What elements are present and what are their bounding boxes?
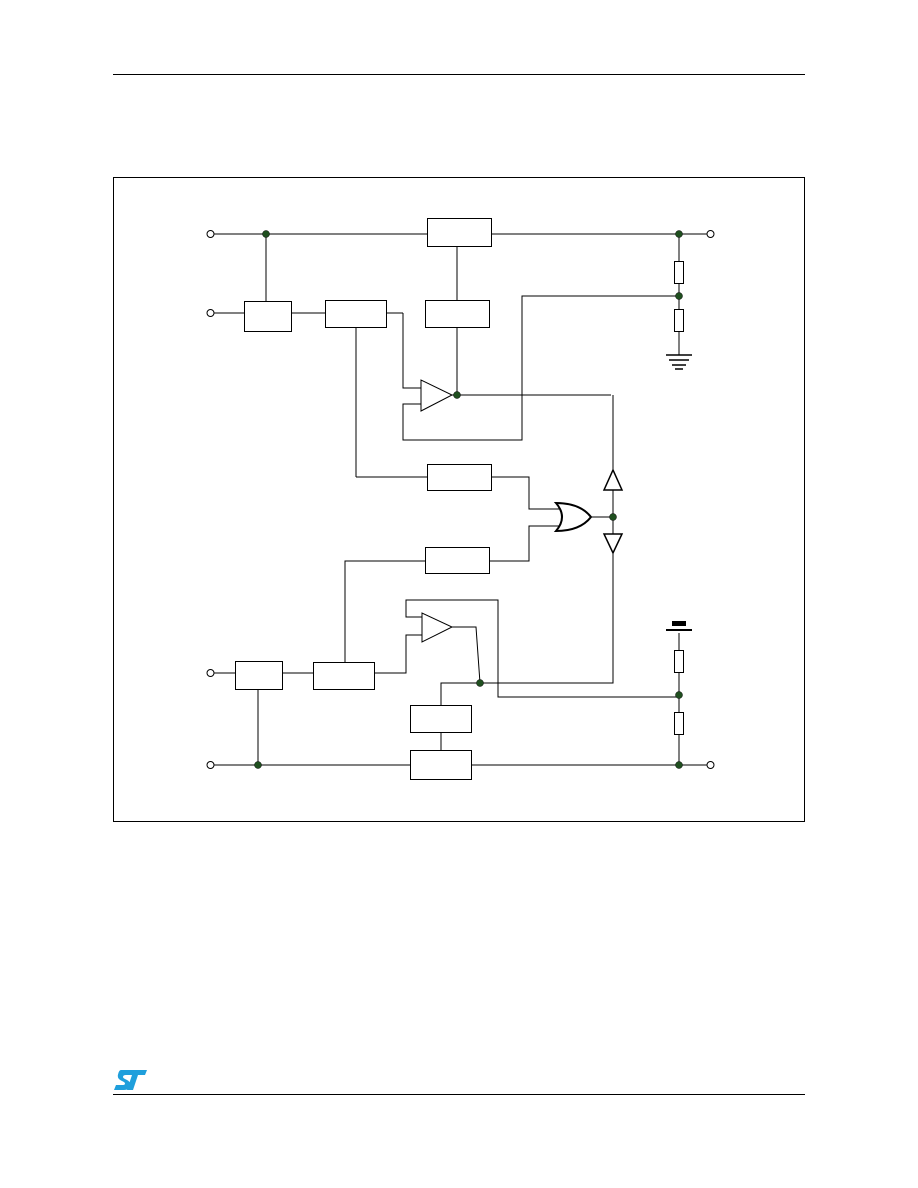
negative-supply-icon <box>666 621 692 631</box>
terminal-top-right <box>706 230 715 238</box>
block-reference-top <box>325 300 387 328</box>
terminal-bottom-left <box>206 761 215 769</box>
st-logo-icon <box>114 1070 147 1090</box>
block-driver-bottom <box>410 705 472 733</box>
or-gate <box>553 501 593 533</box>
block-driver-top <box>425 300 490 328</box>
wire-timer-to-gate <box>491 476 560 510</box>
wire-amp2-in-top <box>405 599 679 698</box>
buffer-up <box>602 468 624 491</box>
wire-timer2-to-gate <box>489 525 560 562</box>
node <box>453 391 461 399</box>
node <box>262 230 270 238</box>
terminal-input-bottom <box>206 669 215 677</box>
block-timer-bottom <box>425 547 490 574</box>
terminal-bottom-right <box>706 761 715 769</box>
block-input-top <box>244 301 292 332</box>
resistor-bottom-1 <box>674 650 684 673</box>
block-input-bottom <box>235 661 283 690</box>
block-reference-bottom <box>313 662 375 690</box>
wire-amp2-in-bottom <box>375 634 422 674</box>
diagram-frame <box>113 177 805 822</box>
wire-amp2-out <box>452 626 481 684</box>
header-rule <box>113 74 805 75</box>
terminal-input-top <box>206 309 215 317</box>
resistor-top-1 <box>674 261 684 284</box>
op-amp-top <box>420 379 454 412</box>
wire-amp2-to-block <box>440 682 480 705</box>
block-pass-element-top <box>427 218 492 247</box>
node <box>476 679 484 687</box>
node <box>675 292 683 300</box>
node <box>254 761 262 769</box>
footer-rule <box>113 1094 805 1095</box>
block-timer-top <box>427 464 492 491</box>
ground-icon <box>666 354 692 370</box>
wire-amp-feedback <box>402 295 679 441</box>
node <box>609 513 617 521</box>
wire-lower-ref-up <box>344 560 425 662</box>
wire-ref-amp-inplus <box>402 313 421 389</box>
op-amp-bottom <box>421 612 454 643</box>
block-pass-element-bottom <box>410 750 472 780</box>
wire-buffer-down-out <box>480 553 614 684</box>
buffer-down <box>602 533 624 555</box>
node <box>675 761 683 769</box>
node <box>675 691 683 699</box>
node <box>675 230 683 238</box>
terminal-top-left <box>206 230 215 238</box>
resistor-bottom-2 <box>674 712 684 735</box>
resistor-top-2 <box>674 309 684 332</box>
